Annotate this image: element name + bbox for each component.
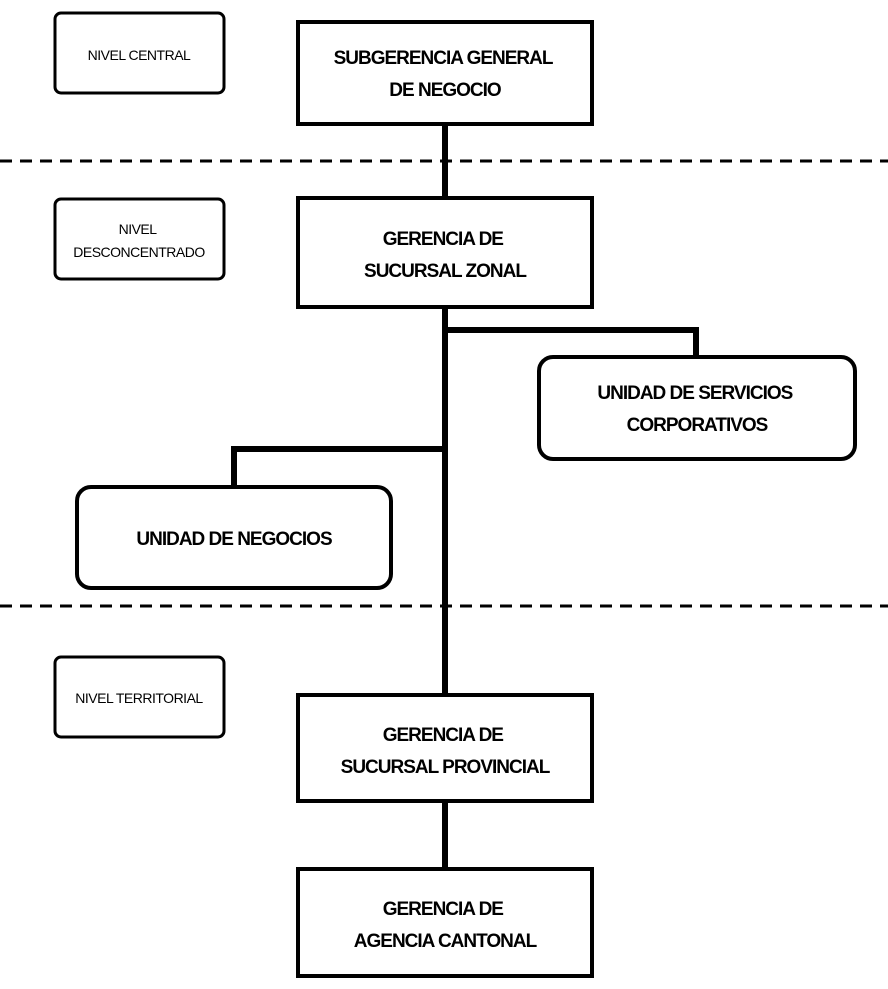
level-label-central: NIVEL CENTRAL [53,11,226,95]
node-text: UNIDAD DE NEGOCIOS [136,529,332,550]
node-unidad-servicios-corporativos: UNIDAD DE SERVICIOS CORPORATIVOS [537,355,857,461]
level-label-line: DESCONCENTRADO [73,244,205,260]
level-label-territorial: NIVEL TERRITORIAL [53,655,226,739]
connector-servicios [445,327,699,358]
node-text: SUBGERENCIA GENERAL DE NEGOCIO [334,48,557,101]
node-line: GERENCIA DE [383,725,504,746]
node-line: DE NEGOCIO [389,80,501,101]
node-gerencia-sucursal-zonal: GERENCIA DE SUCURSAL ZONAL [296,196,594,309]
node-line: UNIDAD DE SERVICIOS [597,383,792,404]
node-subgerencia-general: SUBGERENCIA GENERAL DE NEGOCIO [296,20,594,126]
level-box [53,197,226,281]
level-label-line: NIVEL TERRITORIAL [75,690,203,706]
level-label-text: NIVEL DESCONCENTRADO [73,221,205,260]
node-box [296,693,594,803]
node-line: UNIDAD DE NEGOCIOS [136,529,332,550]
level-label-line: NIVEL CENTRAL [88,47,191,63]
connectors [231,124,699,869]
node-line: GERENCIA DE [383,899,504,920]
node-box [296,20,594,126]
node-box [537,355,857,461]
node-gerencia-sucursal-provincial: GERENCIA DE SUCURSAL PROVINCIAL [296,693,594,803]
node-box [75,485,393,590]
node-line: SUCURSAL PROVINCIAL [341,757,551,778]
node-line: SUBGERENCIA GENERAL [334,48,554,69]
level-label-text: NIVEL CENTRAL [88,47,191,63]
node-text: GERENCIA DE SUCURSAL ZONAL [364,229,527,282]
node-line: SUCURSAL ZONAL [364,261,527,282]
level-label-desconcentrado: NIVEL DESCONCENTRADO [53,197,226,281]
level-label-text: NIVEL TERRITORIAL [75,690,203,706]
node-box [296,196,594,309]
node-box [296,867,594,978]
level-label-line: NIVEL [119,221,158,237]
connector-negocios [231,446,445,488]
node-text: GERENCIA DE AGENCIA CANTONAL [354,899,538,952]
node-gerencia-agencia-cantonal: GERENCIA DE AGENCIA CANTONAL [296,867,594,978]
node-unidad-negocios: UNIDAD DE NEGOCIOS [75,485,393,590]
node-text: UNIDAD DE SERVICIOS CORPORATIVOS [597,383,796,436]
level-box [53,655,226,739]
node-line: GERENCIA DE [383,229,504,250]
node-text: GERENCIA DE SUCURSAL PROVINCIAL [341,725,551,778]
node-line: AGENCIA CANTONAL [354,931,538,952]
node-line: CORPORATIVOS [627,415,768,436]
level-box [53,11,226,95]
